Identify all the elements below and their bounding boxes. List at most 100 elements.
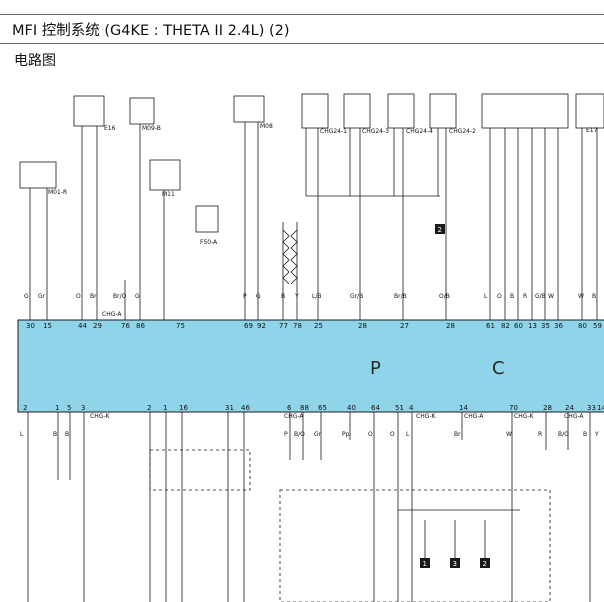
connector-label: CHG24-3 [362,128,389,135]
component-box [73,95,105,127]
ecm-top-pin: 59 [593,322,602,330]
ecm-top-pin: 75 [176,322,185,330]
sensor-box [481,93,569,129]
ecm-top-pin: 29 [93,322,102,330]
sensor-box [575,93,604,129]
connector-label: M09-B [142,125,161,132]
ecm-top-pin: 80 [578,322,587,330]
ecm-top-pin: 60 [514,322,523,330]
ecm-top-pin: 30 [26,322,35,330]
ecm-bottom-pin: 3 [81,404,85,412]
ground-badge [420,558,430,568]
connector-label: CHG-A [102,311,122,318]
wire-label: B [510,293,514,300]
connector-label: CHG24-1 [320,128,347,135]
connector-label: CHG24-2 [449,128,476,135]
ecm-bottom-pin: 5 [67,404,71,412]
ecm-bottom-pin: 2 [23,404,27,412]
ecm-top-pin: 35 [541,322,550,330]
ecm-letter: C [492,358,505,379]
wire-label: L [484,293,488,300]
title-bar: MFI 控制系统 (G4KE : THETA II 2.4L) (2) [0,14,604,44]
ecm-bottom-pin: 33 [587,404,596,412]
wire-label: R [538,431,542,438]
wire-label: Y [294,293,299,300]
wire-label: Br [454,431,461,438]
ecm-top-pin: 61 [486,322,495,330]
wire-label: L/B [312,293,321,300]
injector-box [301,93,329,129]
ecm-top-pin: 86 [136,322,145,330]
wire-label: B/O [558,431,569,438]
ecm-bottom-pin: 6 [287,404,292,412]
ecm-bottom-pin: 46 [241,404,250,412]
connector-label: E17 [586,127,598,134]
wire-label: Br/B [394,293,407,300]
connector-label: CHG24-4 [406,128,433,135]
ecm-top-pin: 36 [554,322,563,330]
wire-label: O [368,431,373,438]
ground-badge-label: 3 [453,560,457,568]
component-box [233,95,265,123]
page-subtitle: 电路图 [14,53,56,69]
connector-label: CHG-K [514,413,535,420]
ecm-bottom-pin: 64 [371,404,380,412]
ecm-top-pin: 28 [446,322,455,330]
ecm-body [17,319,604,413]
ecm-top-pin: 13 [528,322,537,330]
wire-label: R [523,293,527,300]
wire-label: O [76,293,81,300]
wire-label: W [548,293,554,300]
connector-label: CHG-K [90,413,111,420]
ecm-bottom-pin: 24 [565,404,574,412]
wire-label: Pp [342,431,350,438]
ecm-top-pin: 82 [501,322,510,330]
ground-badge-label: 1 [423,560,427,568]
injector-box [387,93,415,129]
ecm-bottom-pin: 40 [347,404,356,412]
connector-label: CHG-A [464,413,484,420]
page-title: MFI 控制系统 (G4KE : THETA II 2.4L) (2) [12,23,290,39]
ecm-bottom-pin: 70 [509,404,518,412]
wire-label: B [281,293,285,300]
ecm-top-pin: 28 [358,322,367,330]
ecm-top-pin: 76 [121,322,130,330]
injector-box [343,93,371,129]
wire-label: B [53,431,57,438]
wire-label: G [256,293,261,300]
connector-label: CHG-A [564,413,584,420]
ecm-top-pin: 77 [279,322,288,330]
wire-label: L [406,431,410,438]
connector-label: F50-A [200,239,218,246]
ecm-bottom-pin: 65 [318,404,327,412]
wire-label: O [390,431,395,438]
component-box [19,161,57,189]
wire-label: B/O [294,431,305,438]
wire-label: Gr [38,293,46,300]
connector-label: CHG-K [416,413,437,420]
wire-label: G [135,293,140,300]
ecm-bottom-pin: 1 [163,404,167,412]
wire-label: O/B [439,293,450,300]
connector-label: E16 [104,125,116,132]
ecm-top-pin: 69 [244,322,253,330]
ecm-bottom-pin: 14 [597,404,604,412]
ground-badge [480,558,490,568]
ecm-bottom-pin: 14 [459,404,468,412]
ecm-bottom-pin: 2 [147,404,151,412]
wire-label: Br [90,293,97,300]
wire-label: Gr/B [350,293,363,300]
ecm-top-pin: 78 [293,322,302,330]
ecm-top-pin: 15 [43,322,52,330]
component-box [129,97,155,125]
ecm-bottom-pin: 28 [543,404,552,412]
wire-label: G [24,293,29,300]
wire-label: P [284,431,288,438]
wire-label: L [20,431,24,438]
wire-label: Y [594,431,599,438]
ecm-bottom-pin: 31 [225,404,234,412]
ecm-bottom-pin: 51 [395,404,404,412]
